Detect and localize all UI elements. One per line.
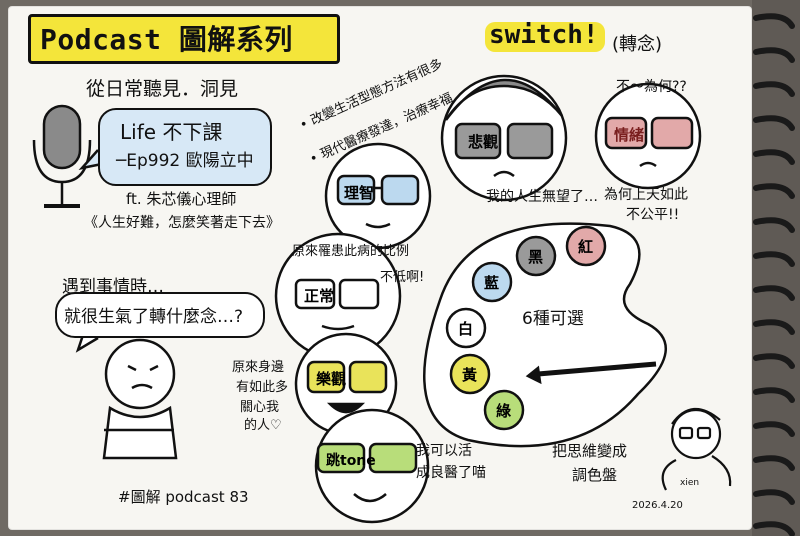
emotion-face xyxy=(594,82,702,190)
side-line-1: 原來身邊 xyxy=(232,360,285,375)
title-banner xyxy=(28,14,340,64)
tone-face xyxy=(314,408,430,524)
happy-label: 樂觀 xyxy=(316,370,347,388)
sad-quote: 我的人生無望了… xyxy=(486,189,598,205)
spiral-binding xyxy=(752,0,800,536)
angry-text: 就很生氣了轉什麼念…? xyxy=(64,307,244,327)
observation-subtitle: 從日常聽見．洞見 xyxy=(86,78,239,100)
emotion-question: 不～為何?? xyxy=(616,79,687,95)
palette-label: 6種可選 xyxy=(522,309,584,329)
signature: xien xyxy=(680,478,700,488)
color-blue-label: 藍 xyxy=(484,274,500,292)
think-line-1: 把思維變成 xyxy=(552,442,628,460)
logic-face xyxy=(324,142,432,250)
artist-portrait xyxy=(661,407,732,491)
podcast-title: Life 不下課 xyxy=(120,120,223,144)
emotion-label: 情緒 xyxy=(614,126,645,144)
color-yellow-label: 黃 xyxy=(462,366,478,384)
microphone-icon xyxy=(32,104,92,208)
original-ratio-text: 原來罹患此病的比例 xyxy=(292,244,410,259)
color-red-label: 紅 xyxy=(578,238,594,256)
book-title: 《人生好難，怎麼笑著走下去》 xyxy=(84,215,280,231)
sad-label: 悲觀 xyxy=(468,133,499,151)
switch-label: switch! xyxy=(489,20,599,50)
normal-face xyxy=(274,232,402,360)
side-line-2: 有如此多 xyxy=(236,380,289,395)
emotion-question-3: 不公平!! xyxy=(626,207,680,223)
angry-kid xyxy=(102,338,178,460)
color-palette xyxy=(423,222,668,448)
page-title: Podcast 圖解系列 xyxy=(40,23,293,56)
hashtag: #圖解 podcast 83 xyxy=(118,488,249,506)
podcast-episode: ─Ep992 歐陽立中 xyxy=(116,151,254,171)
sad-face xyxy=(440,74,568,202)
emotion-question-2: 為何上天如此 xyxy=(604,187,688,203)
side-line-3: 關心我 xyxy=(240,400,280,415)
tone-label: 跳tone xyxy=(326,453,376,469)
switch-highlight xyxy=(485,22,605,52)
guest-line: ft. 朱芯儀心理師 xyxy=(126,190,237,208)
color-green-label: 綠 xyxy=(496,402,512,420)
think-line-2: 調色盤 xyxy=(572,466,618,484)
original-ratio-text-2: 不低啊! xyxy=(380,270,425,285)
side-line-4: 的人♡ xyxy=(244,418,282,433)
date-stamp: 2026.4.20 xyxy=(632,500,683,511)
color-white-label: 白 xyxy=(458,320,474,338)
logic-label: 理智 xyxy=(344,184,375,202)
angry-speech-bubble xyxy=(55,292,265,338)
color-black-label: 黑 xyxy=(528,248,544,266)
self-line-1: 我可以活 xyxy=(416,443,472,459)
podcast-speech-box xyxy=(98,108,272,186)
switch-note: (轉念) xyxy=(612,34,663,55)
self-line-2: 成良醫了喵 xyxy=(416,465,486,481)
normal-label: 正常 xyxy=(304,287,335,305)
